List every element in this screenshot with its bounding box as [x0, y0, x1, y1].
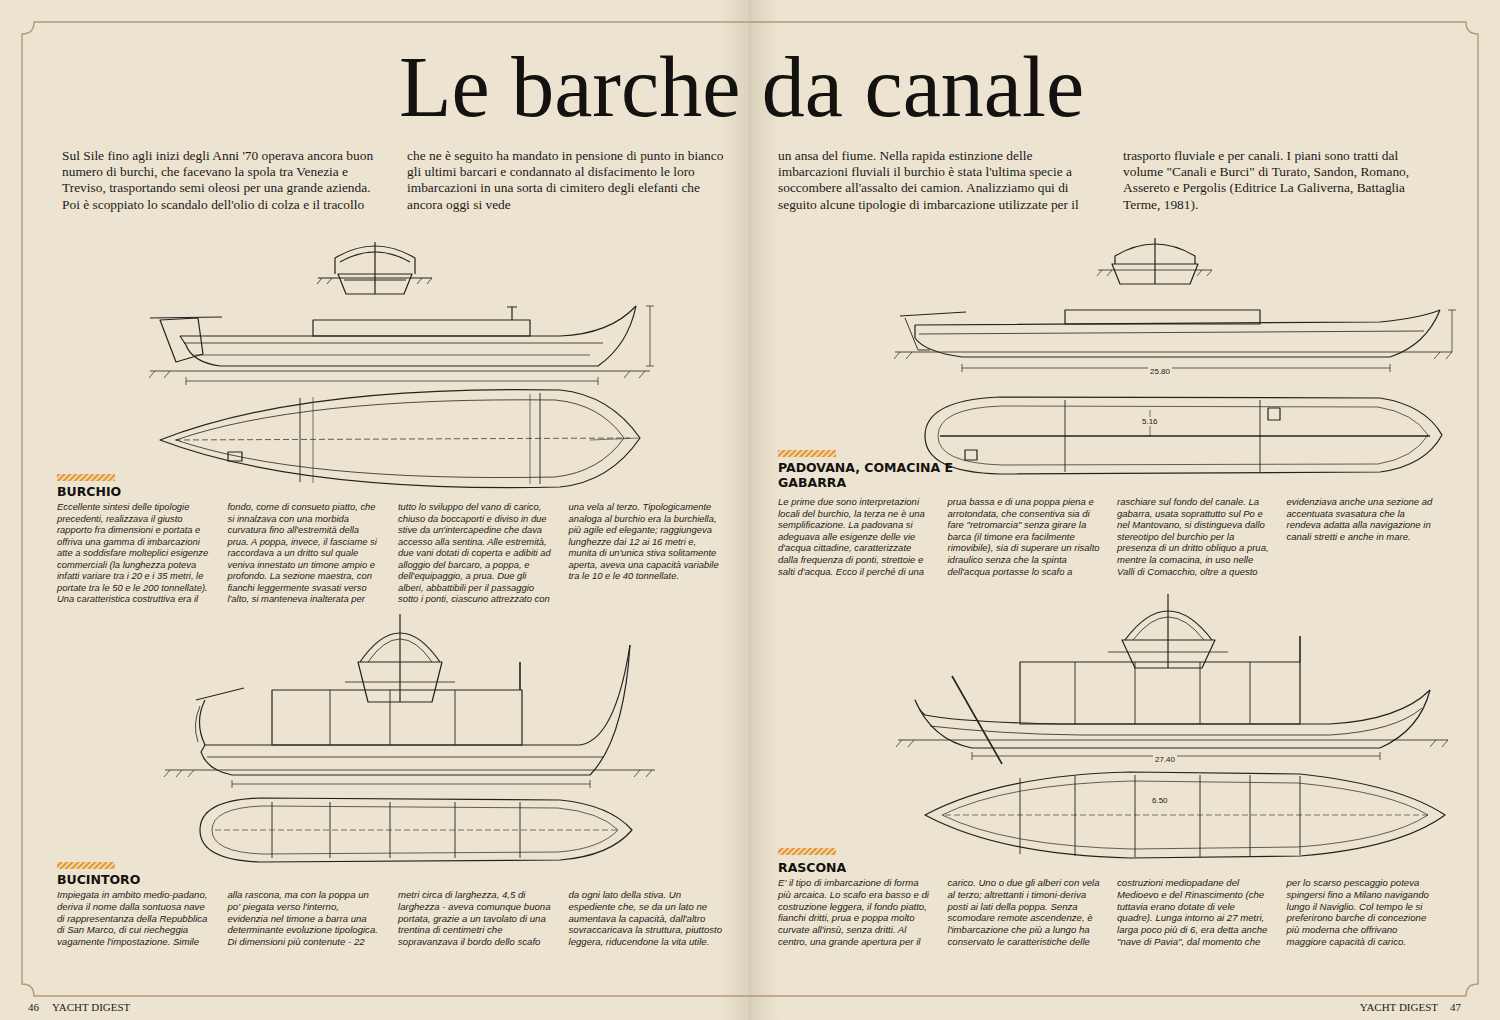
page-frame	[22, 22, 1478, 996]
section-heading: BURCHIO	[57, 484, 257, 499]
section-body: E' il tipo di imbarcazione di forma più …	[778, 877, 1440, 948]
page-number: 46	[28, 1001, 39, 1013]
running-footer: YACHT DIGEST	[52, 1001, 130, 1013]
page-title: Le barche da canale	[399, 44, 1084, 130]
section-body: Impiegata in ambito medio-padano, deriva…	[57, 889, 723, 948]
page-number: 47	[1450, 1001, 1461, 1013]
intro-text: un ansa del fiume. Nella rapida estinzio…	[778, 148, 1440, 213]
running-footer: YACHT DIGEST	[1300, 1001, 1438, 1013]
intro-text: Sul Sile fino agli inizi degli Anni '70 …	[62, 148, 724, 213]
section-heading: BUCINTORO	[57, 872, 257, 887]
dimension-label: 27.40	[1153, 755, 1177, 764]
section-body: Eccellente sintesi delle tipologie prece…	[57, 501, 723, 605]
section-heading: PADOVANA, COMACINA E GABARRA	[778, 460, 968, 490]
dimension-label: 6.50	[1150, 796, 1170, 805]
page-fold	[720, 0, 780, 1020]
dimension-label: 25.80	[1148, 367, 1172, 376]
section-body: Le prime due sono interpretazioni locali…	[778, 496, 1440, 577]
section-marker	[57, 450, 836, 869]
dimension-label: 5.16	[1140, 417, 1160, 426]
section-heading: RASCONA	[778, 860, 978, 875]
